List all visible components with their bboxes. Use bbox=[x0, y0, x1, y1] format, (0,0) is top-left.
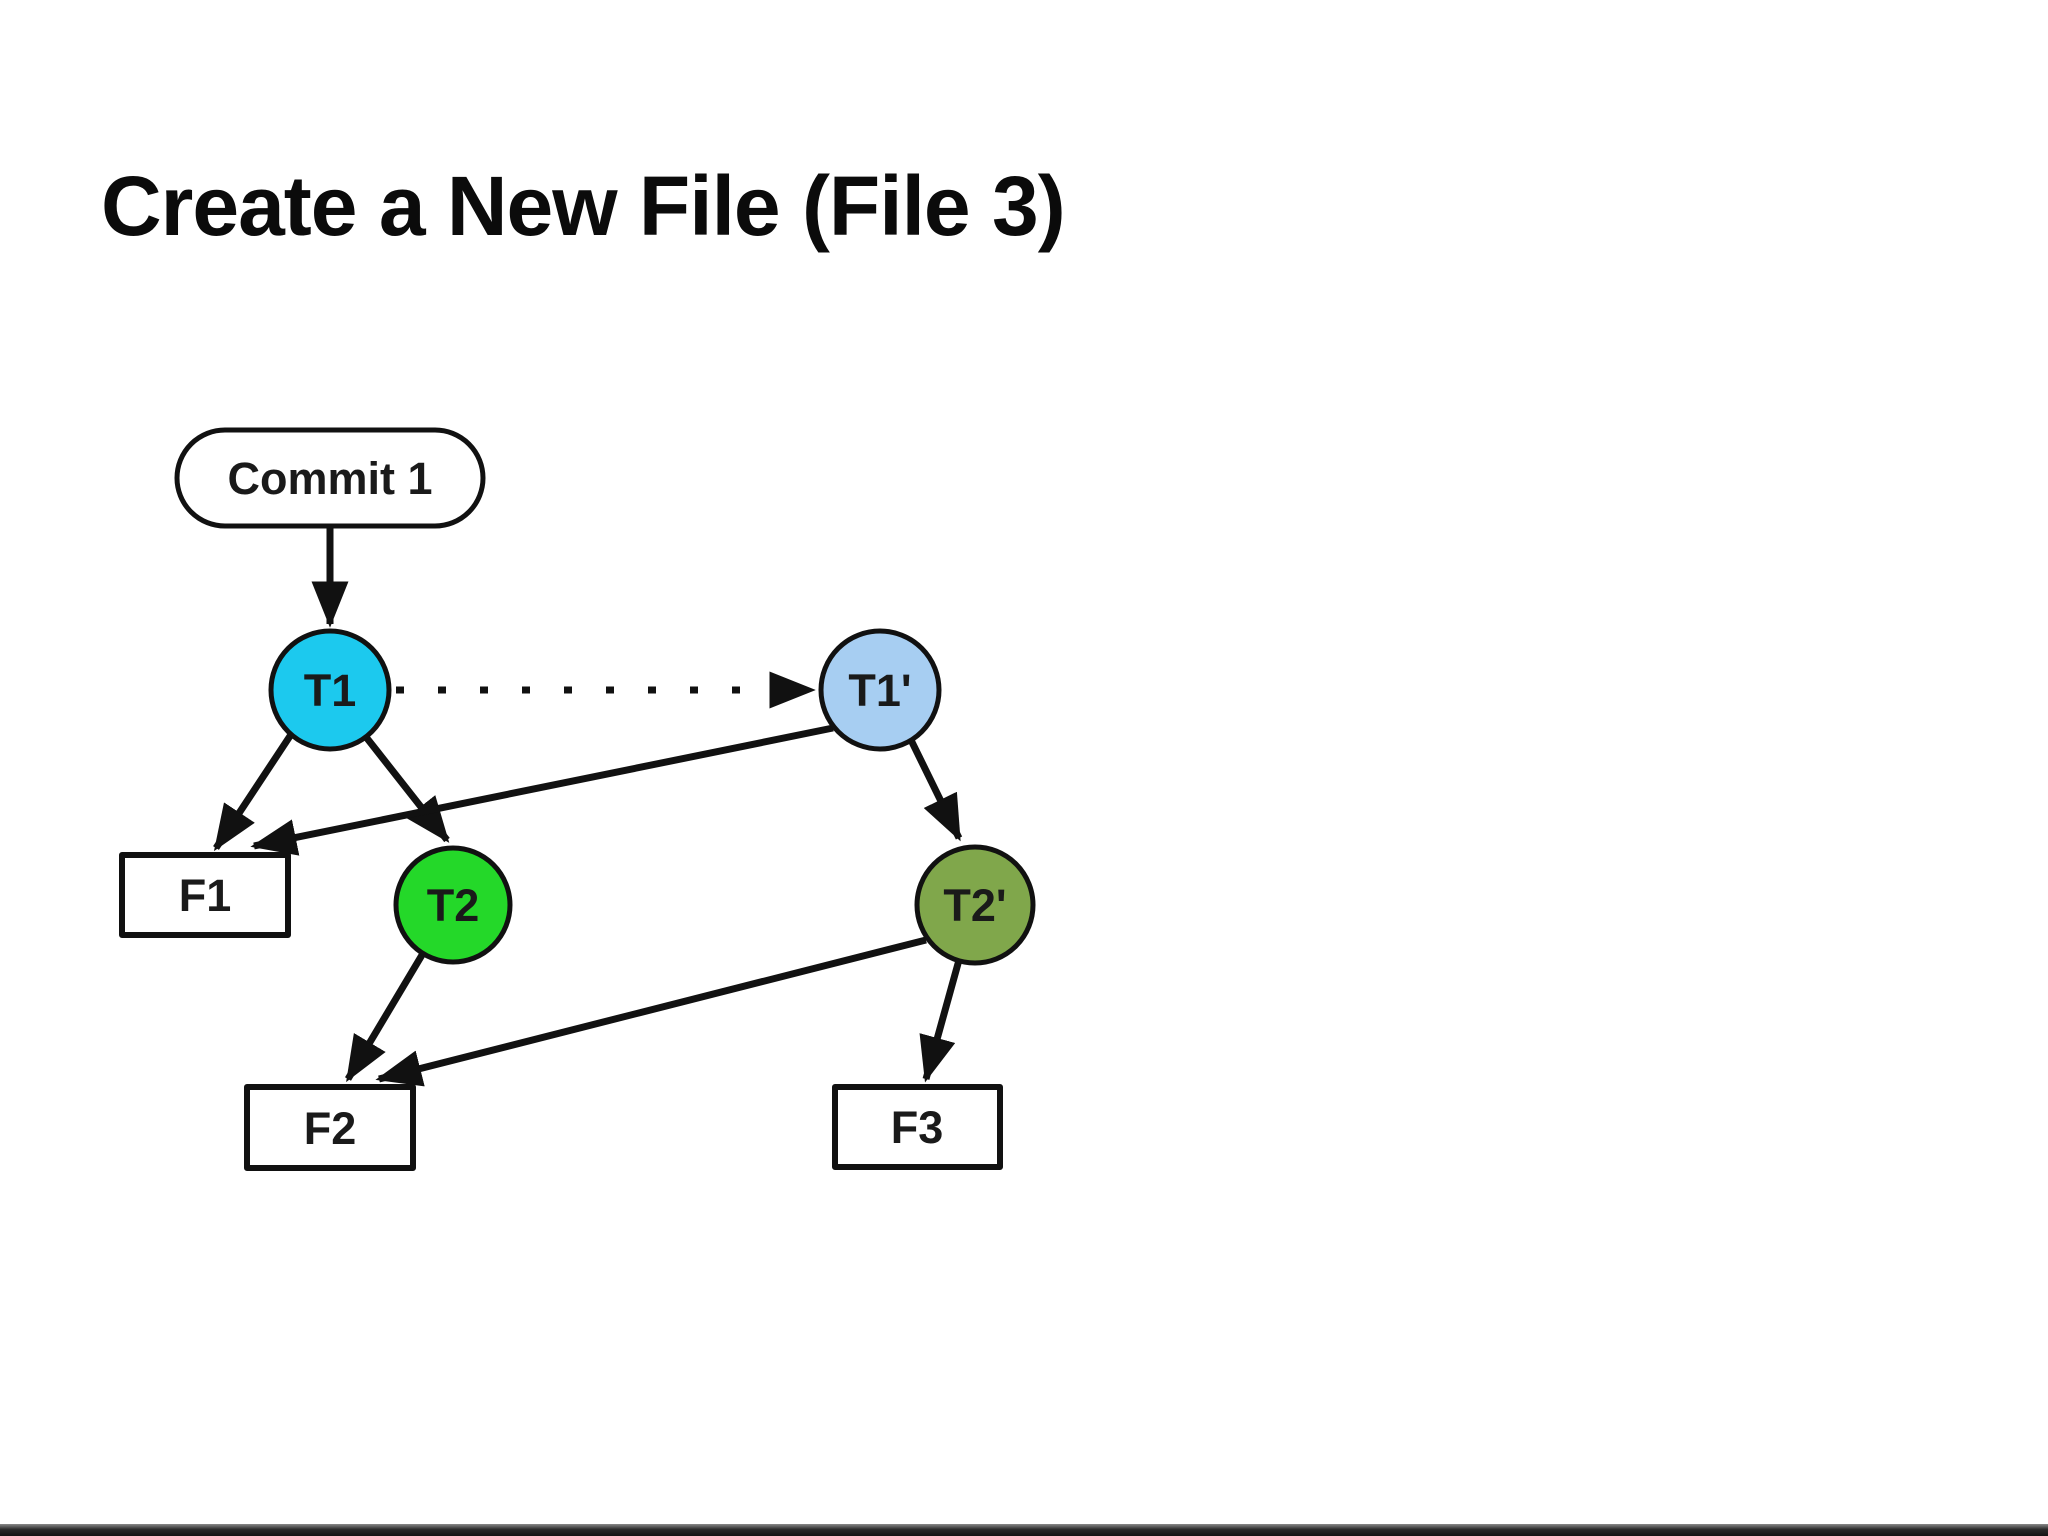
node-f3: F3 bbox=[832, 1084, 1003, 1170]
f2-rect bbox=[244, 1084, 416, 1171]
t1-prime-circle bbox=[818, 628, 942, 752]
node-t1: T1 bbox=[268, 628, 392, 752]
edge-t1p-to-t2p bbox=[906, 736, 963, 842]
edge-t2p-to-f3 bbox=[919, 959, 963, 1083]
node-t1-prime: T1' bbox=[818, 628, 942, 752]
t2-prime-circle bbox=[914, 844, 1036, 966]
t2-prime-label: T2' bbox=[943, 880, 1006, 931]
edge-t1-to-t2 bbox=[363, 734, 450, 843]
t1-circle bbox=[268, 628, 392, 752]
t2-circle bbox=[393, 845, 513, 965]
f3-label: F3 bbox=[891, 1102, 944, 1153]
slide-title: Create a New File (File 3) bbox=[101, 159, 1066, 253]
diagram-edges bbox=[213, 527, 963, 1087]
edge-t2p-to-f2 bbox=[375, 936, 927, 1087]
t1-label: T1 bbox=[304, 665, 357, 716]
node-t2-prime: T2' bbox=[914, 844, 1036, 966]
node-commit-1: Commit 1 bbox=[174, 427, 486, 529]
f1-label: F1 bbox=[179, 870, 232, 921]
edge-t1-to-f1 bbox=[213, 731, 295, 852]
edge-t2-to-f2 bbox=[344, 953, 426, 1083]
node-t2: T2 bbox=[393, 845, 513, 965]
commit-1-label: Commit 1 bbox=[227, 453, 432, 504]
f3-rect bbox=[832, 1084, 1003, 1170]
f2-label: F2 bbox=[304, 1103, 357, 1154]
t1-prime-label: T1' bbox=[848, 665, 911, 716]
f1-rect bbox=[119, 852, 291, 938]
commit-1-pill bbox=[174, 427, 486, 529]
edge-t1p-to-f1 bbox=[250, 724, 834, 856]
node-f2: F2 bbox=[244, 1084, 416, 1171]
t2-label: T2 bbox=[427, 880, 480, 931]
node-f1: F1 bbox=[119, 852, 291, 938]
bottom-frame-bar bbox=[0, 1524, 2048, 1536]
